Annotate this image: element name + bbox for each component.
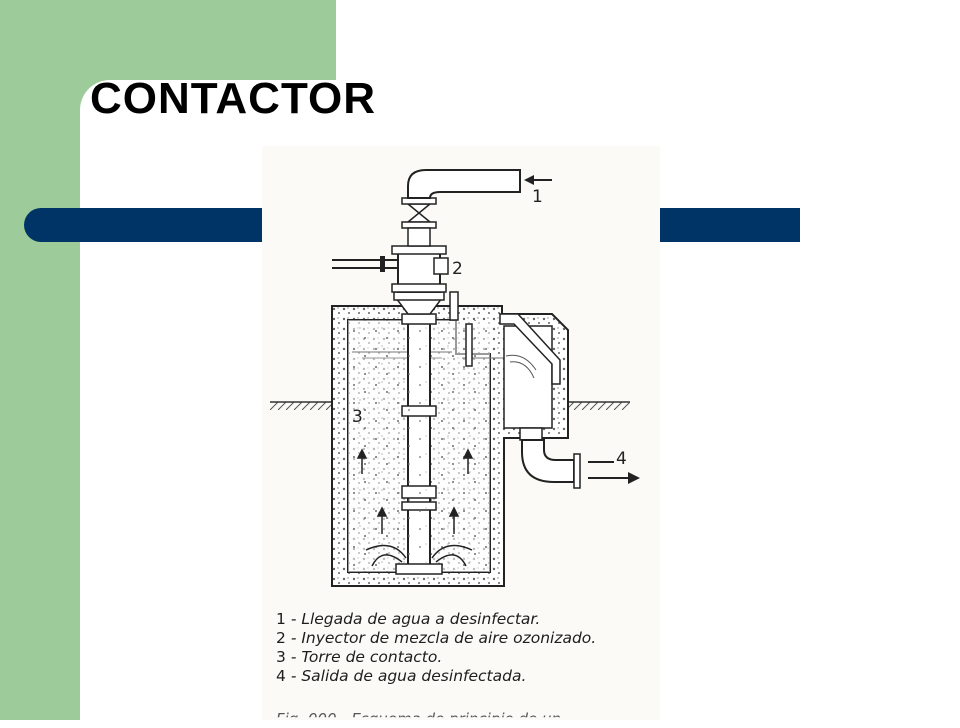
- inlet-valve: [405, 203, 433, 223]
- slide-title: CONTACTOR: [90, 74, 377, 123]
- contactor-diagram: 1 2 3 4 1 - Llegada de agua a desinfecta…: [262, 146, 660, 720]
- top-white-area: [336, 0, 960, 90]
- title-underline-bar-right: [655, 208, 800, 242]
- ground-right: [568, 402, 630, 410]
- legend-item: 3 - Torre de contacto.: [276, 648, 443, 666]
- label-1: 1: [532, 187, 543, 207]
- title-underline-bar-left: [24, 208, 274, 242]
- label-3: 3: [352, 407, 363, 427]
- figure-legend: 1 - Llegada de agua a desinfectar. 2 - I…: [276, 610, 596, 686]
- outlet-elbow: [521, 439, 575, 483]
- figure-caption-cutoff: Fig. 000 - Esquema de principio de un: [276, 710, 562, 728]
- contactor-schematic: 1 2 3 4: [270, 169, 640, 587]
- inlet-elbow: [407, 169, 521, 199]
- ground-left: [270, 402, 332, 410]
- legend-item: 2 - Inyector de mezcla de aire ozonizado…: [276, 629, 597, 647]
- legend-item: 1 - Llegada de agua a desinfectar.: [276, 610, 541, 628]
- label-2: 2: [452, 259, 463, 279]
- legend-item: 4 - Salida de agua desinfectada.: [276, 667, 527, 685]
- label-4: 4: [616, 449, 627, 469]
